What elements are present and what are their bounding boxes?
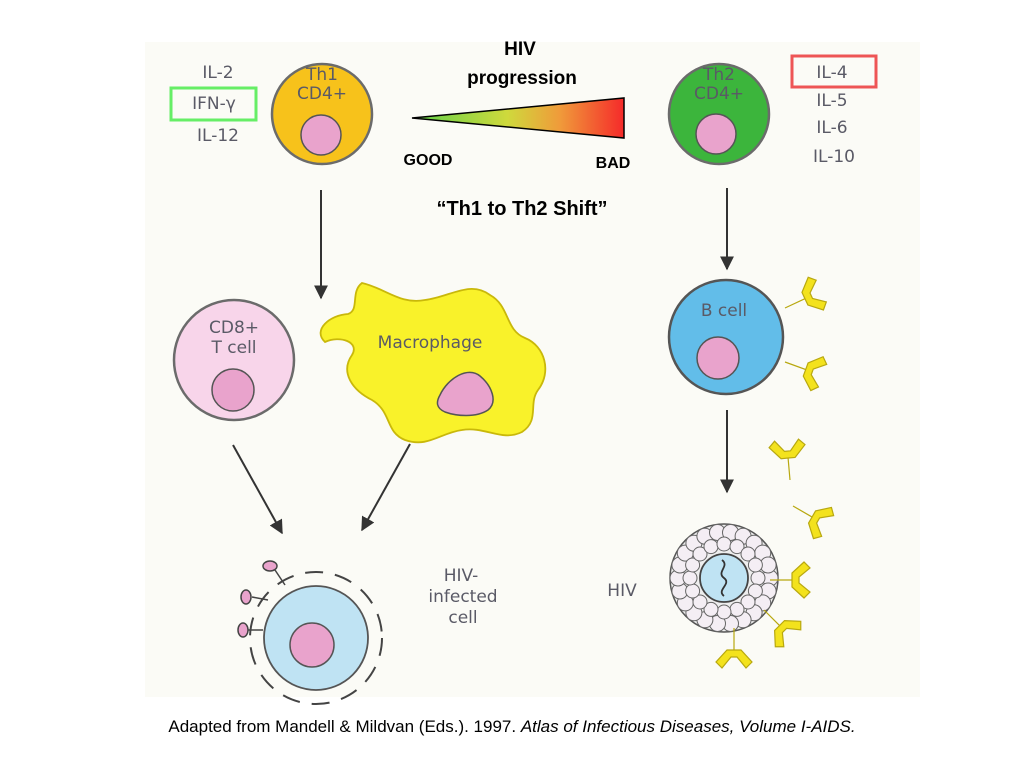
th2-nucleus	[695, 113, 737, 155]
virion-surface-bead	[685, 583, 701, 599]
th2-cell: Th2 CD4+	[667, 62, 771, 166]
citation-book-title: Atlas of Infectious Diseases, Volume I-A…	[520, 717, 856, 736]
virion-surface-bead	[740, 594, 756, 610]
cytokine-ifn-gamma: IFN-γ	[192, 94, 236, 114]
macrophage: Macrophage	[319, 282, 547, 444]
surface-receptors	[237, 560, 286, 638]
virion-surface-bead	[716, 604, 732, 620]
cytokine-il2: IL-2	[202, 63, 233, 83]
hiv-progression: HIV progression GOOD BAD “Th1 to Th2 Shi…	[404, 39, 631, 220]
virion-surface-bead	[692, 546, 708, 562]
hiv-progression-title-line1: HIV	[504, 39, 536, 60]
th1-nucleus	[300, 114, 342, 156]
th1-th2-shift-label: “Th1 to Th2 Shift”	[436, 198, 607, 220]
virion-surface-bead	[750, 570, 766, 586]
progression-wedge	[411, 97, 625, 139]
virion-surface-bead	[685, 557, 701, 573]
virion-surface-bead	[716, 536, 732, 552]
hiv-label: HIV	[607, 581, 637, 601]
cd8-t-cell: CD8+ T cell	[172, 298, 296, 422]
virion-rna	[720, 559, 728, 597]
hiv-progression-title-line2: progression	[467, 68, 577, 89]
cd8-nucleus	[211, 368, 255, 412]
good-label: GOOD	[404, 152, 453, 169]
virion-surface-proteins	[669, 524, 779, 632]
virion-surface-bead	[729, 539, 745, 555]
arrow-macrophage-to-infected	[361, 443, 411, 532]
bad-label: BAD	[596, 155, 631, 172]
cytokine-il4: IL-4	[816, 63, 847, 83]
b-cell: B cell	[667, 278, 785, 396]
virion-surface-bead	[747, 557, 763, 573]
infected-cell-label-line1: HIV-	[444, 566, 479, 586]
th1-cell: Th1 CD4+	[270, 62, 374, 166]
cytokine-il10: IL-10	[813, 147, 855, 167]
citation: Adapted from Mandell & Mildvan (Eds.). 1…	[0, 717, 1024, 737]
macrophage-nucleus	[436, 371, 494, 417]
th1-cytokines: IL-2 IFN-γ IL-12	[169, 63, 258, 146]
hiv-virion: HIV	[607, 523, 779, 633]
ifn-gamma-highlight-box	[169, 86, 258, 122]
cd8-cell-body	[172, 298, 296, 422]
citation-plain: Adapted from Mandell & Mildvan (Eds.). 1…	[168, 717, 521, 736]
cytokine-il12: IL-12	[197, 126, 239, 146]
bcell-nucleus	[696, 336, 740, 380]
virion-surface-bead	[747, 583, 763, 599]
virion-surface-bead	[703, 601, 719, 617]
bcell-label: B cell	[701, 301, 747, 321]
virion-surface-bead	[703, 539, 719, 555]
th2-cd4-label: CD4+	[694, 84, 744, 104]
virion-surface-bead	[740, 546, 756, 562]
hiv-infected-cell: HIV- infected cell	[237, 560, 498, 705]
cd8-t-cell-label: T cell	[210, 338, 256, 358]
virion-surface-bead	[682, 570, 698, 586]
il4-highlight-box	[790, 54, 878, 89]
arrow-cd8-to-infected	[232, 444, 283, 535]
th1-cell-body	[270, 62, 374, 166]
infected-cell-label-line2: infected	[428, 587, 497, 607]
infected-cell-nucleus	[289, 622, 335, 668]
th1-label: Th1	[305, 65, 338, 85]
cytokine-il5: IL-5	[816, 91, 847, 111]
infected-cell-label-line3: cell	[448, 608, 477, 628]
th2-cytokines: IL-4 IL-5 IL-6 IL-10	[790, 54, 878, 167]
virion-surface-bead	[692, 594, 708, 610]
cd8-label: CD8+	[209, 318, 259, 338]
macrophage-label: Macrophage	[378, 333, 483, 353]
bcell-body	[667, 278, 785, 396]
cytokine-il6: IL-6	[816, 118, 847, 138]
virion-surface-bead	[729, 601, 745, 617]
th1-cd4-label: CD4+	[297, 84, 347, 104]
th2-label: Th2	[702, 65, 735, 85]
infected-cell-outer-dashed	[249, 571, 383, 705]
